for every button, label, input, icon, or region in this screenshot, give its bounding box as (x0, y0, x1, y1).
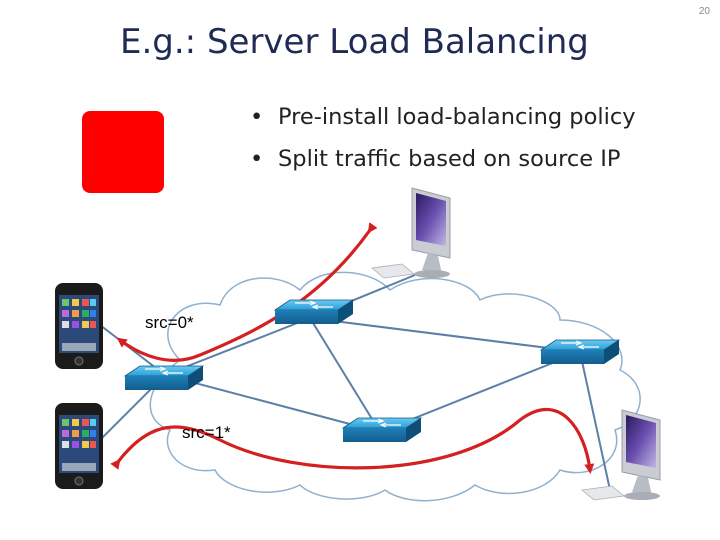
iphone-icon (55, 283, 103, 369)
imac-server-icon (581, 409, 661, 501)
label-src0: src=0* (145, 313, 194, 332)
bullet-item: Pre-install load-balancing policy (248, 96, 636, 138)
link (579, 351, 611, 491)
link (164, 374, 381, 433)
label-src1: src=1* (182, 423, 231, 442)
bullet-item: Split traffic based on source IP (248, 138, 636, 180)
bullet-list: Pre-install load-balancing policy Split … (248, 96, 636, 180)
switch-icon (341, 417, 423, 442)
iphone-icon (55, 403, 103, 489)
slide-title: E.g.: Server Load Balancing (120, 22, 589, 62)
policy-block (82, 111, 164, 193)
flow-arrows (110, 222, 595, 474)
switch-icon (539, 339, 621, 364)
slide-number: 20 (698, 6, 710, 17)
switch-icon (273, 299, 355, 324)
imac-server-icon (371, 187, 451, 279)
switch-icon (123, 365, 205, 390)
flow-arrow-src0 (116, 222, 378, 362)
flow-arrow-src1 (110, 407, 595, 474)
